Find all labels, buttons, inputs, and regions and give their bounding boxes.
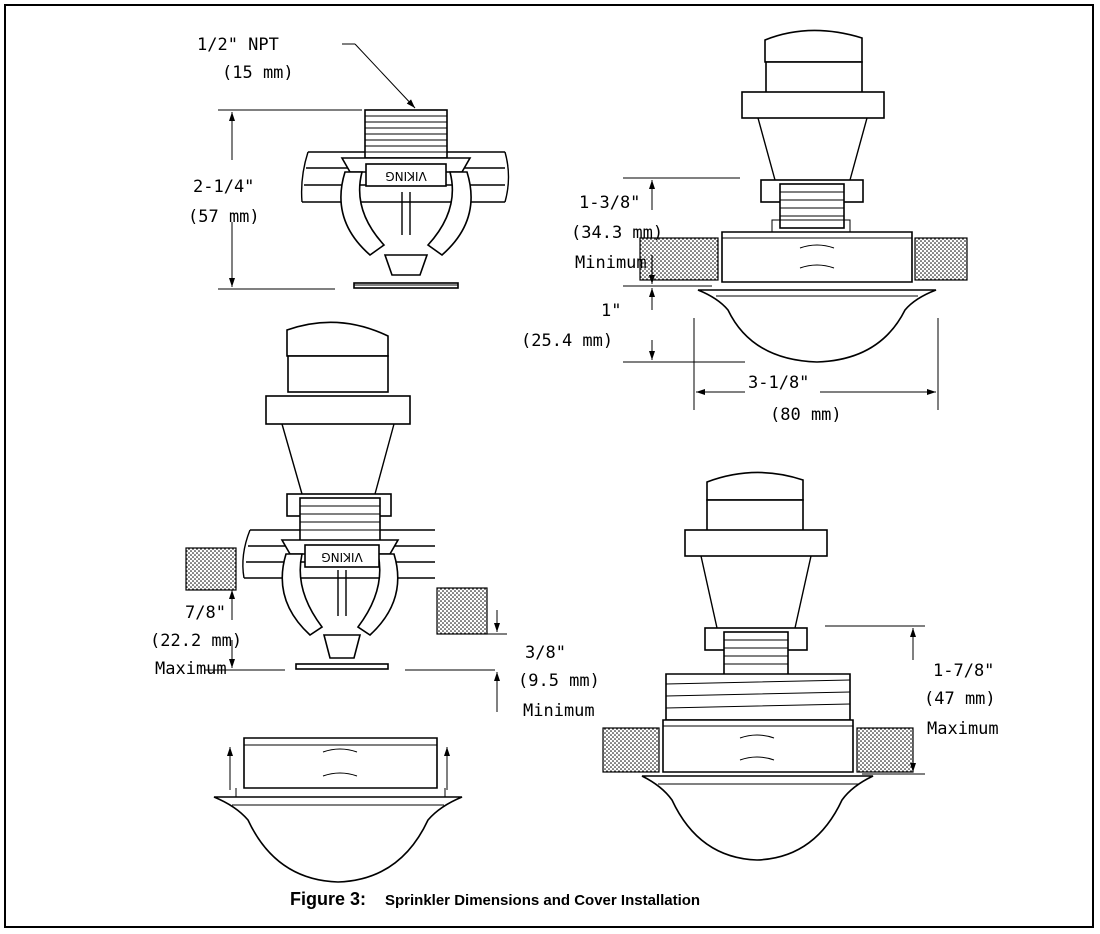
cup-depth-min-label: 1-3/8"	[579, 193, 640, 213]
cup-depth-min-word: Minimum	[575, 253, 647, 273]
caption-title: Sprinkler Dimensions and Cover Installat…	[385, 892, 700, 909]
cover-depth-label: 1"	[601, 301, 621, 321]
gap-min-word: Minimum	[523, 701, 595, 721]
sprinkler-height-label: 2-1/4"	[193, 177, 254, 197]
cup-depth-max-word: Maximum	[927, 719, 999, 739]
recess-max-word: Maximum	[155, 659, 227, 679]
brand-text-lower: VIKING	[321, 550, 362, 564]
gap-min-metric-label: (9.5 mm)	[518, 671, 600, 691]
figure-frame	[4, 4, 1094, 928]
cover-installation	[213, 737, 463, 883]
cover-depth-metric-label: (25.4 mm)	[521, 331, 613, 351]
sprinkler-with-fitting: VIKING	[185, 321, 507, 712]
cover-diameter-metric-label: (80 mm)	[770, 405, 842, 425]
figure-caption: Figure 3: Sprinkler Dimensions and Cover…	[290, 889, 700, 909]
npt-metric-label: (15 mm)	[222, 63, 294, 83]
recess-max-label: 7/8"	[185, 603, 226, 623]
sprinkler-top-left: VIKING	[218, 43, 510, 290]
npt-size-label: 1/2" NPT	[197, 35, 279, 55]
cup-depth-max-label: 1-7/8"	[933, 661, 994, 681]
cover-diameter-label: 3-1/8"	[748, 373, 809, 393]
cup-depth-max-metric-label: (47 mm)	[924, 689, 996, 709]
sprinkler-height-metric-label: (57 mm)	[188, 207, 260, 227]
recess-max-metric-label: (22.2 mm)	[150, 631, 242, 651]
brand-text: VIKING	[385, 169, 426, 183]
assembly-maximum-cup	[602, 471, 925, 861]
cup-depth-min-metric-label: (34.3 mm)	[571, 223, 663, 243]
caption-figure-number: Figure 3:	[290, 889, 366, 909]
assembly-minimum-cup	[623, 29, 968, 410]
gap-min-label: 3/8"	[525, 643, 566, 663]
